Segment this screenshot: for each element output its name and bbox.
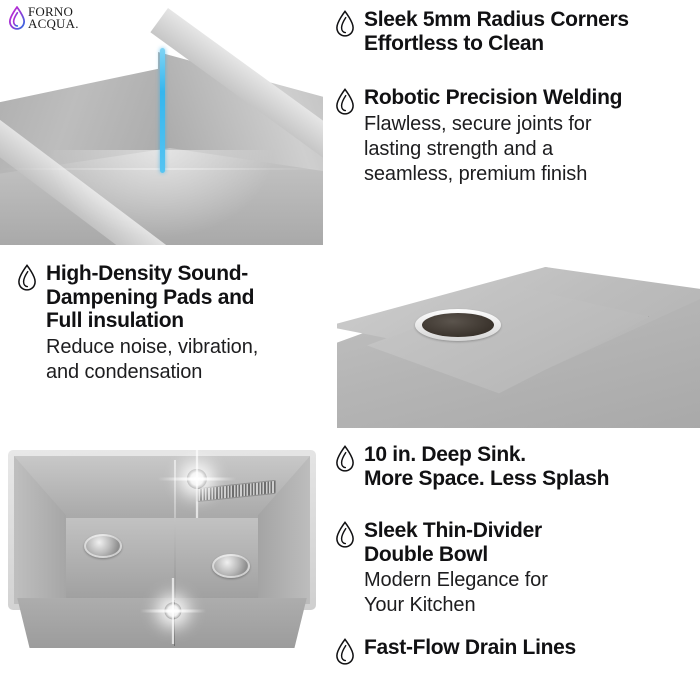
feature-title: High-Density Sound- Dampening Pads and F… <box>46 262 255 333</box>
feature-title: Sleek 5mm Radius Corners Effortless to C… <box>364 8 629 55</box>
water-drop-outline-icon <box>334 10 356 37</box>
thin-divider <box>174 460 176 604</box>
brand-wordmark: FORNO ACQUA. <box>28 4 79 31</box>
water-drop-outline-icon <box>334 88 356 115</box>
feature-sound-dampening: High-Density Sound- Dampening Pads and F… <box>16 262 326 385</box>
feature-subtitle: Flawless, secure joints for lasting stre… <box>364 112 592 185</box>
drain-strainer-right <box>212 554 250 578</box>
feature-title: Fast-Flow Drain Lines <box>364 636 576 659</box>
brand-line-2: ACQUA. <box>28 16 79 31</box>
feature-subtitle: Modern Elegance for Your Kitchen <box>364 569 548 617</box>
sink-front-panel <box>17 598 307 648</box>
feature-robotic-welding: Robotic Precision Welding Flawless, secu… <box>334 86 696 187</box>
water-drop-outline-icon <box>16 264 38 291</box>
photo-sound-pad-underside <box>337 253 700 428</box>
brand-logo: FORNO ACQUA. <box>8 4 79 31</box>
feature-drain-lines: Fast-Flow Drain Lines <box>334 636 696 665</box>
feature-title: 10 in. Deep Sink. More Space. Less Splas… <box>364 443 610 490</box>
photo-sink-corner-closeup <box>0 0 323 245</box>
drain-strainer-left <box>84 534 122 558</box>
weld-seam-highlight <box>160 48 165 173</box>
feature-deep-sink: 10 in. Deep Sink. More Space. Less Splas… <box>334 443 696 490</box>
feature-subtitle: Reduce noise, vibration, and condensatio… <box>46 335 259 383</box>
photo-double-bowl-sink <box>0 438 325 666</box>
water-drop-icon <box>8 6 26 30</box>
sink-front-seam <box>174 600 175 646</box>
water-drop-outline-icon <box>334 521 356 548</box>
brand-line-1: FORNO <box>28 4 74 20</box>
feature-title: Sleek Thin-Divider Double Bowl <box>364 519 542 566</box>
feature-thin-divider: Sleek Thin-Divider Double Bowl Modern El… <box>334 519 696 618</box>
sink-sheen <box>40 150 290 245</box>
feature-radius-corners: Sleek 5mm Radius Corners Effortless to C… <box>334 8 694 55</box>
drain-hole <box>422 313 494 337</box>
feature-title: Robotic Precision Welding <box>364 86 623 109</box>
water-drop-outline-icon <box>334 638 356 665</box>
water-drop-outline-icon <box>334 445 356 472</box>
